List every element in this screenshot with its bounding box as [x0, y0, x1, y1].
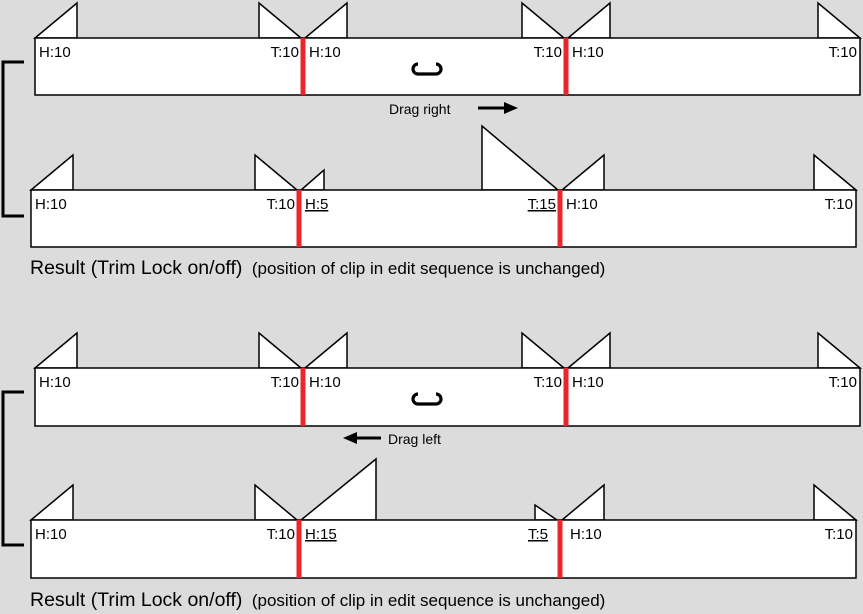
- handle-triangle: [481, 124, 561, 191]
- result-caption-main: Result (Trim Lock on/off): [30, 257, 242, 279]
- result-caption: Result (Trim Lock on/off) (position of c…: [30, 257, 605, 279]
- track-before: H:10 T:10 H:10 T:10 H:10 T:10: [32, 331, 863, 427]
- timeline-track: [30, 519, 857, 579]
- handle-triangle: [258, 1, 304, 39]
- handle-triangle: [298, 457, 377, 521]
- handle-triangle: [28, 483, 74, 521]
- tail-label: T:10: [267, 196, 295, 213]
- handle-triangle: [521, 331, 567, 369]
- timeline-track: [34, 367, 861, 427]
- handle-triangle: [534, 503, 560, 521]
- trim-roll-icon: [411, 62, 443, 76]
- head-label: H:10: [570, 526, 602, 543]
- head-label: H:10: [35, 526, 67, 543]
- tail-label: T:10: [829, 374, 857, 391]
- track-before: H:10 T:10 H:10 T:10 H:10 T:10: [32, 1, 863, 96]
- arrow-left-icon: [343, 432, 381, 444]
- timeline-track: [30, 189, 857, 248]
- handle-triangle: [28, 153, 74, 191]
- tail-label: T:10: [829, 44, 857, 61]
- handle-triangle: [559, 153, 605, 191]
- handle-triangle: [813, 483, 859, 521]
- tail-label: T:10: [271, 374, 299, 391]
- handle-triangle: [302, 1, 348, 39]
- group-bracket: [1, 60, 24, 218]
- tail-label: T:10: [534, 374, 562, 391]
- handle-triangle: [32, 331, 78, 369]
- tail-label: T:10: [267, 526, 295, 543]
- drag-left-label: Drag left: [388, 431, 441, 447]
- tail-label: T:10: [534, 44, 562, 61]
- handle-triangle: [302, 331, 348, 369]
- head-label: H:10: [566, 196, 598, 213]
- handle-triangle: [565, 331, 611, 369]
- handle-triangle: [817, 331, 863, 369]
- tail-label-changed: T:15: [528, 196, 556, 213]
- group-bracket: [1, 390, 24, 547]
- handle-triangle: [559, 483, 605, 521]
- head-label: H:10: [309, 44, 341, 61]
- handle-triangle: [254, 153, 300, 191]
- arrow-right-icon: [478, 102, 518, 114]
- drag-right-label: Drag right: [389, 101, 451, 117]
- drag-right-example: H:10 T:10 H:10 T:10 H:10 T:10 Drag right: [1, 1, 863, 279]
- head-label-changed: H:15: [305, 526, 337, 543]
- result-caption-main: Result (Trim Lock on/off): [30, 589, 242, 611]
- head-label: H:10: [572, 374, 604, 391]
- handle-triangle: [258, 331, 304, 369]
- head-label: H:10: [39, 44, 71, 61]
- tail-label-changed: T:5: [528, 526, 548, 543]
- tail-label: T:10: [825, 526, 853, 543]
- trim-roll-icon: [411, 392, 443, 406]
- handle-triangle: [32, 1, 78, 39]
- handle-triangle: [521, 1, 567, 39]
- head-label-changed: H:5: [305, 196, 328, 213]
- timeline-track: [34, 37, 861, 96]
- tail-label: T:10: [825, 196, 853, 213]
- head-label: H:10: [39, 374, 71, 391]
- result-caption-note: (position of clip in edit sequence is un…: [252, 591, 605, 610]
- handle-triangle: [565, 1, 611, 39]
- head-label: H:10: [35, 196, 67, 213]
- result-caption-note: (position of clip in edit sequence is un…: [252, 259, 605, 278]
- tail-label: T:10: [271, 44, 299, 61]
- head-label: H:10: [572, 44, 604, 61]
- handle-triangle: [813, 153, 859, 191]
- drag-left-example: H:10 T:10 H:10 T:10 H:10 T:10 Drag left: [1, 331, 863, 611]
- track-after: H:10 T:10 H:5 T:15 H:10 T:10: [28, 124, 859, 248]
- handle-triangle: [817, 1, 863, 39]
- result-caption: Result (Trim Lock on/off) (position of c…: [30, 589, 605, 611]
- head-label: H:10: [309, 374, 341, 391]
- handle-triangle: [298, 168, 325, 191]
- handle-triangle: [254, 483, 300, 521]
- track-after: H:10 T:10 H:15 T:5 H:10 T:10: [28, 457, 859, 579]
